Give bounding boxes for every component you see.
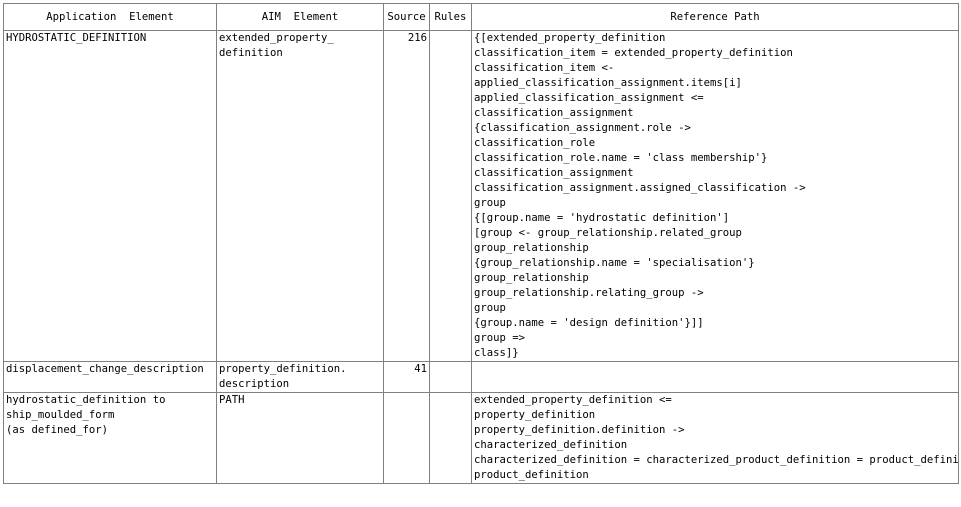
source-cell: 216	[383, 30, 430, 362]
mapping-table: Application Element AIM Element Source R…	[3, 3, 959, 484]
application-element-cell: displacement_change_description	[3, 361, 217, 393]
header-source: Source	[383, 3, 430, 31]
rules-cell	[429, 30, 472, 362]
source-cell	[383, 392, 430, 484]
header-aim-element: AIM Element	[216, 3, 384, 31]
reference-path-cell	[471, 361, 959, 393]
rules-cell	[429, 361, 472, 393]
aim-element-cell: property_definition. description	[216, 361, 384, 393]
application-element-cell: hydrostatic_definition to ship_moulded_f…	[3, 392, 217, 484]
table-row: HYDROSTATIC_DEFINITION extended_property…	[3, 30, 959, 362]
header-application-element: Application Element	[3, 3, 217, 31]
header-rules: Rules	[429, 3, 472, 31]
source-cell: 41	[383, 361, 430, 393]
header-row: Application Element AIM Element Source R…	[3, 3, 959, 31]
reference-path-cell: {[extended_property_definition classific…	[471, 30, 959, 362]
table-row: hydrostatic_definition to ship_moulded_f…	[3, 392, 959, 484]
reference-path-cell: extended_property_definition <= property…	[471, 392, 959, 484]
aim-element-cell: extended_property_ definition	[216, 30, 384, 362]
header-reference-path: Reference Path	[471, 3, 959, 31]
table-row: displacement_change_description property…	[3, 361, 959, 393]
rules-cell	[429, 392, 472, 484]
application-element-cell: HYDROSTATIC_DEFINITION	[3, 30, 217, 362]
aim-element-cell: PATH	[216, 392, 384, 484]
